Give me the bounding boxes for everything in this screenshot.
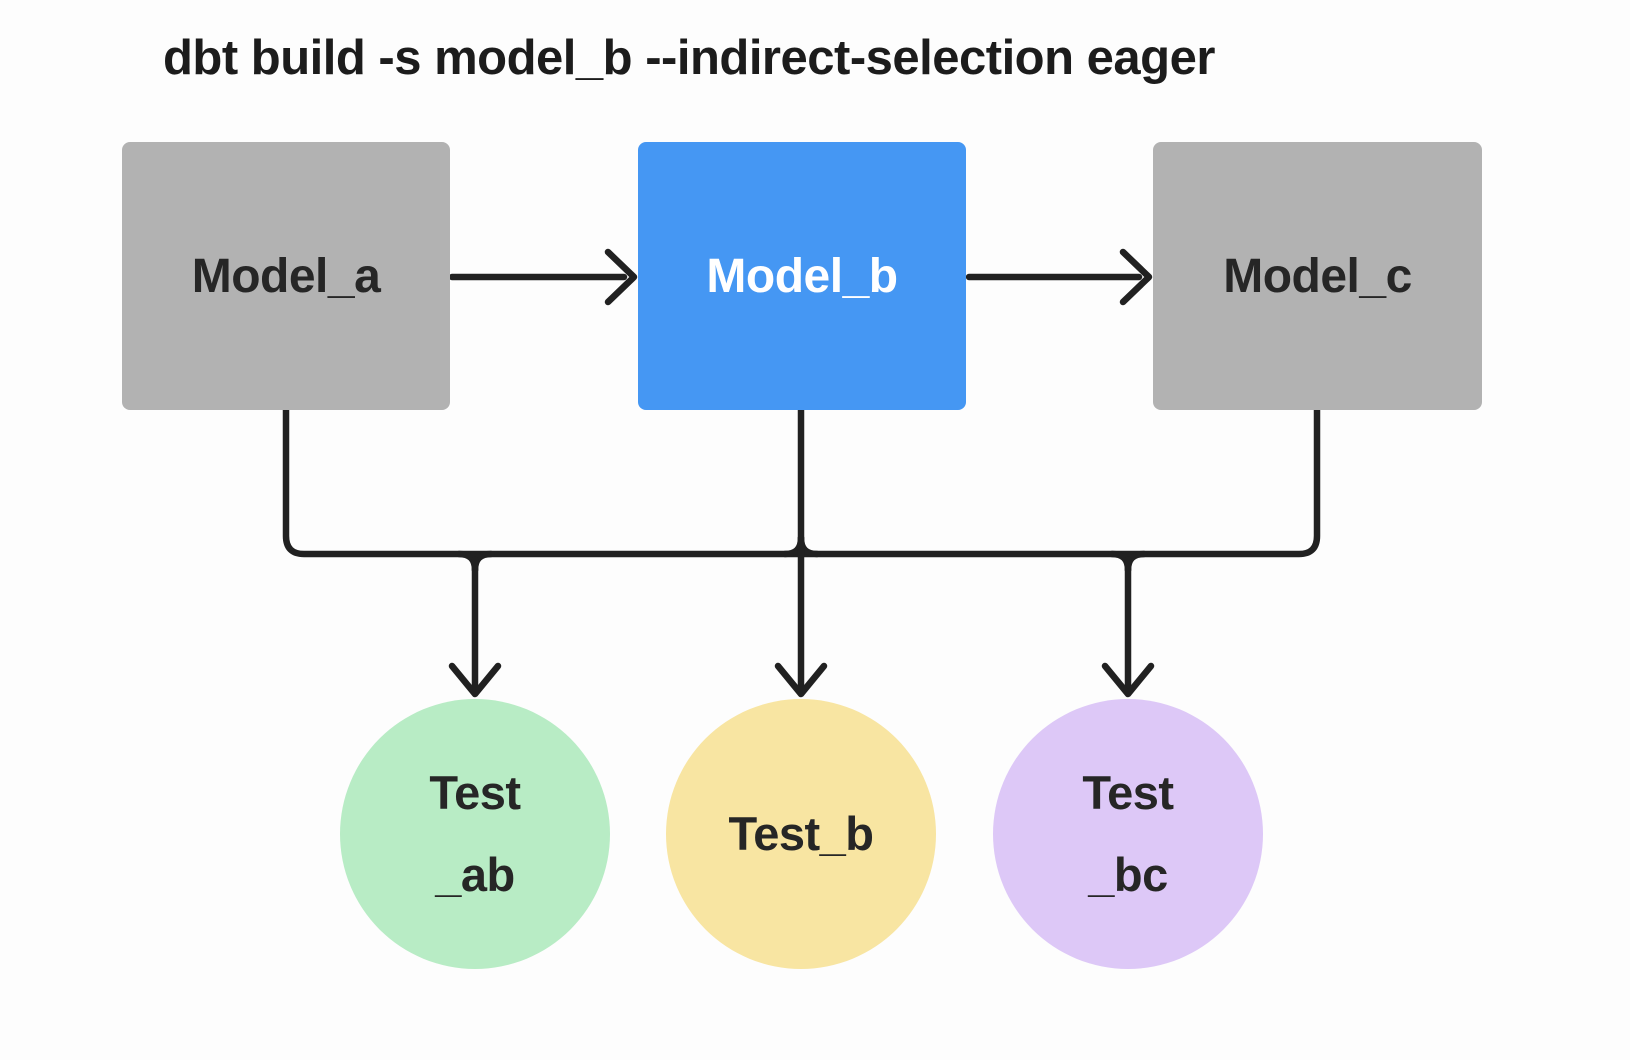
node-model-b-label: Model_b: [706, 249, 898, 303]
arrowhead-down-icon: [774, 662, 828, 698]
arrowhead-down-icon: [1101, 662, 1155, 698]
node-test-bc-label: Test _bc: [1082, 766, 1174, 901]
arrowhead-right-icon: [604, 248, 638, 306]
node-model-c: Model_c: [1153, 142, 1482, 410]
node-test-b-label: Test_b: [728, 807, 875, 860]
edge-model-b-to-test-b: [774, 406, 828, 698]
edge-bus-to-test-ab: [448, 556, 502, 698]
edge-bus-to-test-bc: [1101, 556, 1155, 698]
node-test-ab-label: Test _ab: [429, 766, 521, 901]
node-test-bc: Test _bc: [993, 699, 1263, 969]
node-model-c-label: Model_c: [1223, 249, 1412, 303]
diagram-title: dbt build -s model_b --indirect-selectio…: [163, 31, 1215, 85]
node-test-ab: Test _ab: [340, 699, 610, 969]
edge-model-a-to-model-b: [448, 248, 638, 306]
node-test-b: Test_b: [666, 699, 936, 969]
node-model-b: Model_b: [638, 142, 966, 410]
arrowhead-right-icon: [1119, 248, 1153, 306]
arrowhead-down-icon: [448, 662, 502, 698]
node-model-a: Model_a: [122, 142, 450, 410]
node-model-a-label: Model_a: [191, 249, 381, 303]
edge-model-b-to-model-c: [965, 248, 1153, 306]
